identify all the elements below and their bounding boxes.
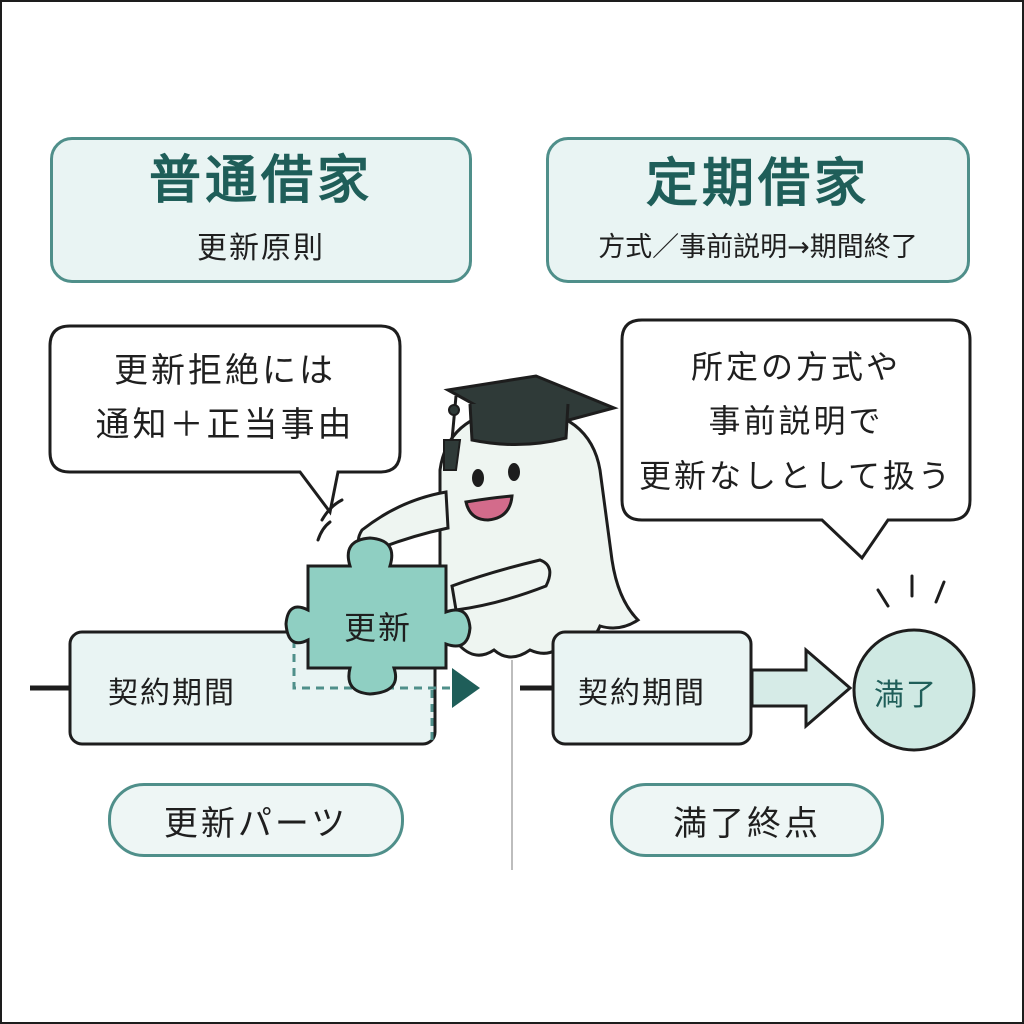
graduation-cap-icon (443, 374, 619, 471)
expiry-arrow-icon (750, 646, 853, 730)
left-period-label: 契約期間 (108, 676, 236, 711)
expiry-label: 満了 (874, 678, 938, 713)
expiry-circle (852, 628, 976, 752)
renewal-extension-dashes (292, 640, 450, 690)
left-pill: 更新パーツ (108, 783, 404, 857)
right-bubble-text: 所定の方式や 事前説明で 更新なしとして扱う (626, 340, 966, 503)
puzzle-label: 更新 (344, 609, 413, 647)
right-period-label: 契約期間 (578, 676, 706, 711)
left-speech-bubble (48, 324, 402, 516)
right-bubble-line-1: 所定の方式や (690, 348, 901, 386)
right-pill: 満了終点 (610, 783, 884, 857)
right-subtitle: 方式／事前説明→期間終了 (598, 232, 918, 264)
renewal-arrowhead-icon (452, 668, 480, 708)
right-speech-bubble (620, 318, 972, 561)
left-title: 普通借家 (148, 151, 373, 212)
left-bubble-text: 更新拒絶には 通知＋正当事由 (54, 344, 396, 453)
left-bubble-line-2: 通知＋正当事由 (95, 405, 355, 446)
puzzle-piece-icon (284, 536, 472, 696)
burst-marks (876, 574, 946, 608)
right-title-box: 定期借家 方式／事前説明→期間終了 (546, 137, 970, 283)
left-title-box: 普通借家 更新原則 (50, 137, 472, 283)
right-bubble-line-3: 更新なしとして扱う (638, 456, 954, 495)
right-bubble-line-2: 事前説明で (708, 402, 884, 441)
left-subtitle: 更新原則 (197, 230, 325, 266)
right-title: 定期借家 (645, 153, 870, 214)
left-bubble-line-1: 更新拒絶には (114, 351, 336, 391)
